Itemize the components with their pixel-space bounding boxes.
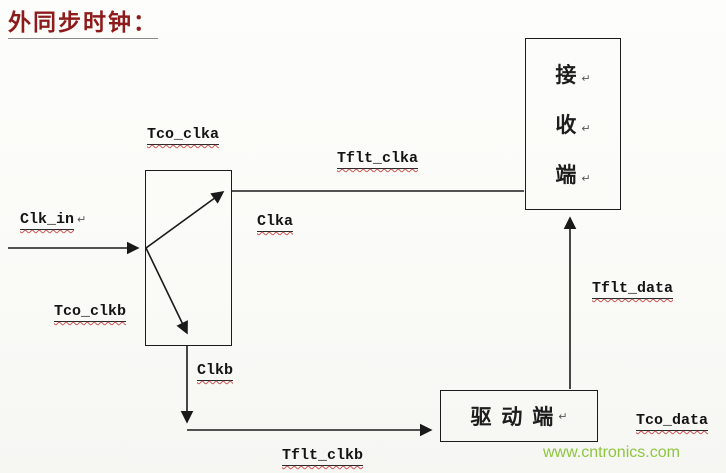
clk-in-label: Clk_in <box>20 211 75 230</box>
driver-label: 驱 动 端 <box>470 406 556 429</box>
receiver-box: 接↵ 收↵ 端↵ <box>525 38 621 210</box>
page-title: 外同步时钟： <box>8 3 158 39</box>
tflt-clka-label: Tflt_clka <box>337 150 419 169</box>
clkb-label-wrap: Clkb <box>197 361 234 381</box>
return-mark-icon: ↵ <box>581 123 591 135</box>
driver-box: 驱 动 端↵ <box>440 390 598 442</box>
site-watermark: www.cntronics.com <box>543 444 680 461</box>
return-mark-icon: ↵ <box>581 173 591 185</box>
fanout-line-clkb <box>145 247 188 335</box>
receiver-char-row: 端↵ <box>555 159 590 189</box>
tco-data-label: Tco_data <box>636 412 709 431</box>
receiver-char: 端 <box>555 164 579 187</box>
clka-label-wrap: Clka <box>257 212 294 232</box>
tco-clkb-label-wrap: Tco_clkb <box>54 302 127 322</box>
tflt-clkb-label: Tflt_clkb <box>282 447 364 466</box>
tco-clka-label-wrap: Tco_clka <box>147 125 220 145</box>
receiver-char-row: 接↵ <box>555 59 590 89</box>
tco-data-label-wrap: Tco_data <box>636 411 709 431</box>
tco-clkb-label: Tco_clkb <box>54 303 127 322</box>
clkb-label: Clkb <box>197 362 234 381</box>
return-mark-icon: ↵ <box>558 410 568 423</box>
tflt-data-label: Tflt_data <box>592 280 674 299</box>
receiver-char: 收 <box>555 114 579 137</box>
clock-fanout-box <box>145 170 232 346</box>
receiver-char: 接 <box>555 64 579 87</box>
receiver-char-row: 收↵ <box>555 109 590 139</box>
tflt-clkb-label-wrap: Tflt_clkb <box>282 446 364 466</box>
clka-label: Clka <box>257 213 294 232</box>
return-mark-icon: ↵ <box>581 73 591 85</box>
tflt-clka-label-wrap: Tflt_clka <box>337 149 419 169</box>
tco-clka-label: Tco_clka <box>147 126 220 145</box>
fanout-line-clka <box>145 191 225 249</box>
return-mark-icon: ↵ <box>77 214 87 226</box>
tflt-data-label-wrap: Tflt_data <box>592 279 674 299</box>
clk-in-label-wrap: Clk_in↵ <box>20 210 87 230</box>
